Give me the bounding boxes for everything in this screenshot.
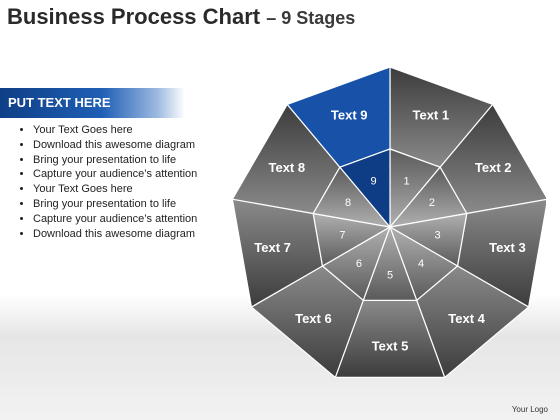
title-main: Business Process Chart	[7, 4, 261, 29]
stage-label: Text 8	[268, 160, 305, 175]
bullet-item: Download this awesome diagram	[33, 138, 198, 153]
bullet-item: Your Text Goes here	[33, 182, 198, 197]
stage-label: Text 5	[372, 339, 409, 354]
stage-label: Text 7	[254, 240, 291, 255]
bullet-item: Capture your audience’s attention	[33, 212, 198, 227]
bullet-item: Download this awesome diagram	[33, 227, 198, 242]
title-subtitle: – 9 Stages	[266, 8, 356, 28]
sidebar-heading: PUT TEXT HERE	[0, 88, 185, 118]
bullet-item: Bring your presentation to life	[33, 153, 198, 168]
bullet-item: Capture your audience’s attention	[33, 167, 198, 182]
stage-segment-inner	[338, 148, 391, 229]
bullet-item: Your Text Goes here	[33, 123, 198, 138]
stage-number: 9	[370, 176, 376, 188]
stage-label: Text 1	[412, 108, 449, 123]
stage-label: Text 6	[295, 311, 332, 326]
stage-label: Text 2	[475, 160, 512, 175]
stage-label: Text 4	[448, 311, 485, 326]
bullet-item: Bring your presentation to life	[33, 197, 198, 212]
stage-number: 4	[418, 258, 424, 270]
stage-number: 6	[356, 258, 362, 270]
stage-number: 5	[387, 269, 393, 281]
stage-number: 8	[345, 197, 351, 209]
stage-number: 2	[429, 197, 435, 209]
stage-number: 7	[339, 229, 345, 241]
stage-label: Text 9	[331, 108, 368, 123]
page-title: Business Process Chart – 9 Stages	[7, 4, 355, 30]
stage-label: Text 3	[489, 240, 526, 255]
stage-number: 3	[435, 229, 441, 241]
stage-number: 1	[403, 176, 409, 188]
bullet-list: Your Text Goes hereDownload this awesome…	[14, 123, 198, 241]
footer-logo: Your Logo	[511, 405, 548, 414]
